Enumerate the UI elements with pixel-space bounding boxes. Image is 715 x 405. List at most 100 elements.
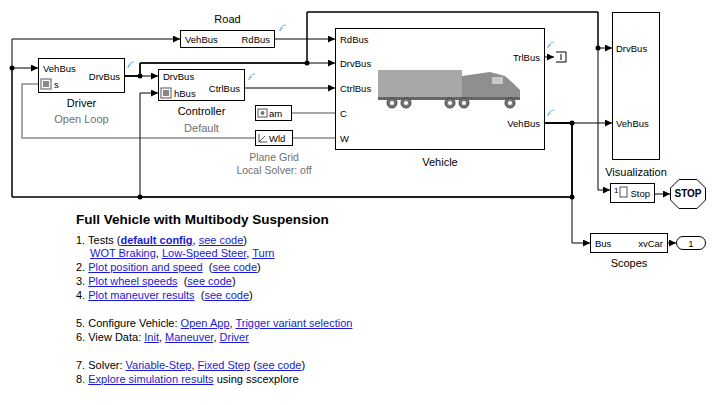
- annotation-line: 3. Plot wheel speeds (see code): [76, 275, 236, 288]
- block-text: Wld: [269, 134, 285, 145]
- signal-wire: [12, 68, 572, 197]
- annotation-text: 7. Solver:: [76, 359, 126, 371]
- port-name: DrvBus: [340, 59, 371, 70]
- block-name: Vehicle: [422, 156, 457, 169]
- annotation-line: 4. Plot maneuver results (see code): [76, 289, 253, 302]
- signal-wire: [655, 194, 670, 195]
- hyperlink: see code: [212, 261, 257, 273]
- wireless-icon: [280, 25, 286, 31]
- wireless-icons: [128, 25, 554, 116]
- wireless-icon: [548, 42, 554, 48]
- subsystem-block: VehBussDrvBusDriverOpen Loop: [38, 58, 125, 93]
- wheel: [505, 98, 515, 108]
- port-name: DrvBus: [89, 72, 120, 83]
- port-name: CtrlBus: [209, 84, 240, 95]
- truck-cab: [462, 72, 520, 98]
- hyperlink: see code: [199, 234, 244, 246]
- block-name: Controller: [178, 105, 226, 118]
- world-block: WldPlane GridLocal Solver: off: [255, 130, 293, 146]
- port-name: RdBus: [340, 35, 369, 46]
- block-text: Stop: [630, 189, 650, 200]
- outport-block: 1: [676, 236, 706, 250]
- annotation-text: ): [249, 289, 253, 301]
- annotation-line: WOT Braking, Low-Speed Steer, Turn: [90, 247, 274, 260]
- port-name: VehBus: [616, 119, 649, 130]
- hyperlink: see code: [204, 289, 249, 301]
- hub: [404, 101, 408, 105]
- camera-icon: [258, 109, 267, 117]
- port-name: s: [54, 80, 59, 91]
- block-annotation: Plane Grid: [249, 151, 299, 163]
- annotation-text: (: [250, 359, 257, 371]
- stop-check-block: 1Stop: [610, 183, 655, 203]
- block-name: Road: [214, 13, 240, 26]
- controller-icon: [161, 88, 171, 98]
- signal-wire: [545, 123, 590, 243]
- signal-wire: [125, 12, 610, 190]
- annotation-text: (: [195, 289, 205, 301]
- hyperlink: Variable-Step: [126, 359, 192, 371]
- hyperlink: Turn: [252, 247, 274, 259]
- hub: [448, 101, 452, 105]
- annotation-text: using sscexplore: [214, 373, 299, 385]
- port-name: Bus: [595, 239, 611, 250]
- hyperlink: Plot wheel speeds: [88, 275, 177, 287]
- hyperlink: default config: [120, 234, 192, 246]
- wheel: [401, 98, 411, 108]
- truck-illustration: [378, 70, 520, 108]
- wheel: [445, 98, 455, 108]
- annotation-title: Full Vehicle with Multibody Suspension: [76, 212, 329, 228]
- hyperlink: Init: [144, 331, 159, 343]
- hyperlink: WOT Braking: [90, 247, 156, 259]
- cab-window: [492, 77, 503, 84]
- port-name: DrvBus: [616, 44, 647, 55]
- hyperlink: Plot maneuver results: [88, 289, 194, 301]
- wireless-icon: [548, 110, 554, 116]
- wireless-icon: [249, 74, 255, 80]
- hyperlink: see code: [257, 359, 302, 371]
- wheel: [387, 98, 397, 108]
- vehicle-block: RdBusDrvBusCtrlBusCWTrlBusVehBusVehicle: [335, 28, 545, 150]
- annotation-text: ): [257, 261, 261, 273]
- hyperlink: Fixed Step: [198, 359, 251, 371]
- hub: [462, 101, 466, 105]
- annotation-text: 5. Configure Vehicle:: [76, 317, 181, 329]
- annotation-text: ): [232, 275, 236, 287]
- controller-icon-core: [163, 90, 169, 96]
- hyperlink: Open App: [181, 317, 230, 329]
- signal-wire: [245, 88, 335, 89]
- hyperlink: Explore simulation results: [88, 373, 213, 385]
- signal-wire: [292, 112, 335, 114]
- subsystem-block: RoadVehBusRdBus: [180, 30, 275, 48]
- hyperlink: Low-Speed Steer: [162, 247, 246, 259]
- signal-wire: [293, 137, 335, 139]
- signal-wire: [140, 93, 572, 197]
- port-name: TrlBus: [513, 53, 540, 64]
- stop-icon: [620, 187, 627, 197]
- annotation-line: 8. Explore simulation results using ssce…: [76, 373, 299, 386]
- port-name: VehBus: [185, 35, 218, 46]
- annotation-text: ,: [230, 317, 236, 329]
- port-name: hBus: [174, 89, 196, 100]
- wireless-icon: [128, 62, 134, 68]
- octagon-shape: [671, 180, 706, 209]
- annotation-line: 2. Plot position and speed (see code): [76, 261, 261, 274]
- annotation-text: ,: [159, 331, 165, 343]
- port-name: CtrlBus: [340, 84, 371, 95]
- visualization-block: DrvBusVehBusVisualization: [612, 12, 660, 160]
- hyperlink: Maneuver: [165, 331, 213, 343]
- camera-lens: [261, 111, 265, 115]
- port-name: VehBus: [43, 64, 76, 75]
- annotation-text: (: [203, 261, 213, 273]
- port-number: 1: [688, 239, 693, 250]
- annotation-line: 7. Solver: Variable-Step, Fixed Step (se…: [76, 359, 305, 372]
- annotation-text: ): [243, 234, 247, 246]
- block-annotation: Local Solver: off: [236, 164, 311, 176]
- scope-block: BusxvCarScopes: [590, 233, 668, 253]
- port-name: DrvBus: [163, 72, 194, 83]
- driver-icon-core: [43, 81, 49, 87]
- annotation-line: 1. Tests (default config, see code): [76, 234, 247, 247]
- annotation-text: 2.: [76, 261, 88, 273]
- annotation-text: ,: [246, 247, 252, 259]
- trailer-body: [378, 70, 462, 97]
